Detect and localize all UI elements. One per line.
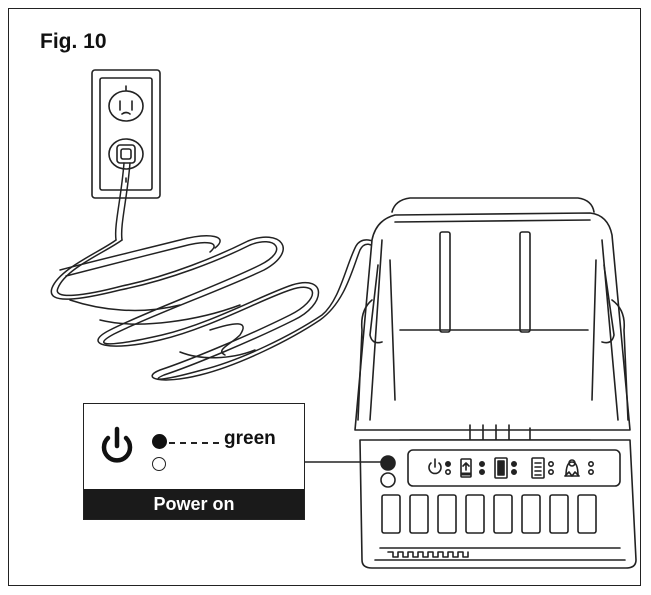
panel-battery-full-icon — [494, 457, 508, 479]
led-empty-icon — [152, 457, 166, 471]
wall-outlet — [91, 69, 161, 199]
panel-power-icon — [428, 458, 442, 475]
figure-frame — [8, 8, 641, 586]
indicator-panel — [407, 449, 621, 487]
status-label: Power on — [153, 494, 235, 514]
power-icon — [101, 426, 133, 463]
status-bar: Power on — [84, 489, 304, 519]
led-filled-icon — [152, 434, 167, 449]
power-cord — [50, 162, 383, 381]
panel-battery-level-icon — [531, 457, 545, 479]
charger-vents — [381, 494, 597, 558]
figure-title: Fig. 10 — [40, 30, 107, 53]
panel-temperature-icon — [564, 459, 580, 477]
panel-battery-arrow-icon — [460, 458, 472, 478]
charger-body — [354, 197, 637, 569]
status-callout: green Power on — [83, 403, 305, 520]
dashed-leader — [169, 442, 219, 444]
led-color-label: green — [224, 428, 276, 449]
